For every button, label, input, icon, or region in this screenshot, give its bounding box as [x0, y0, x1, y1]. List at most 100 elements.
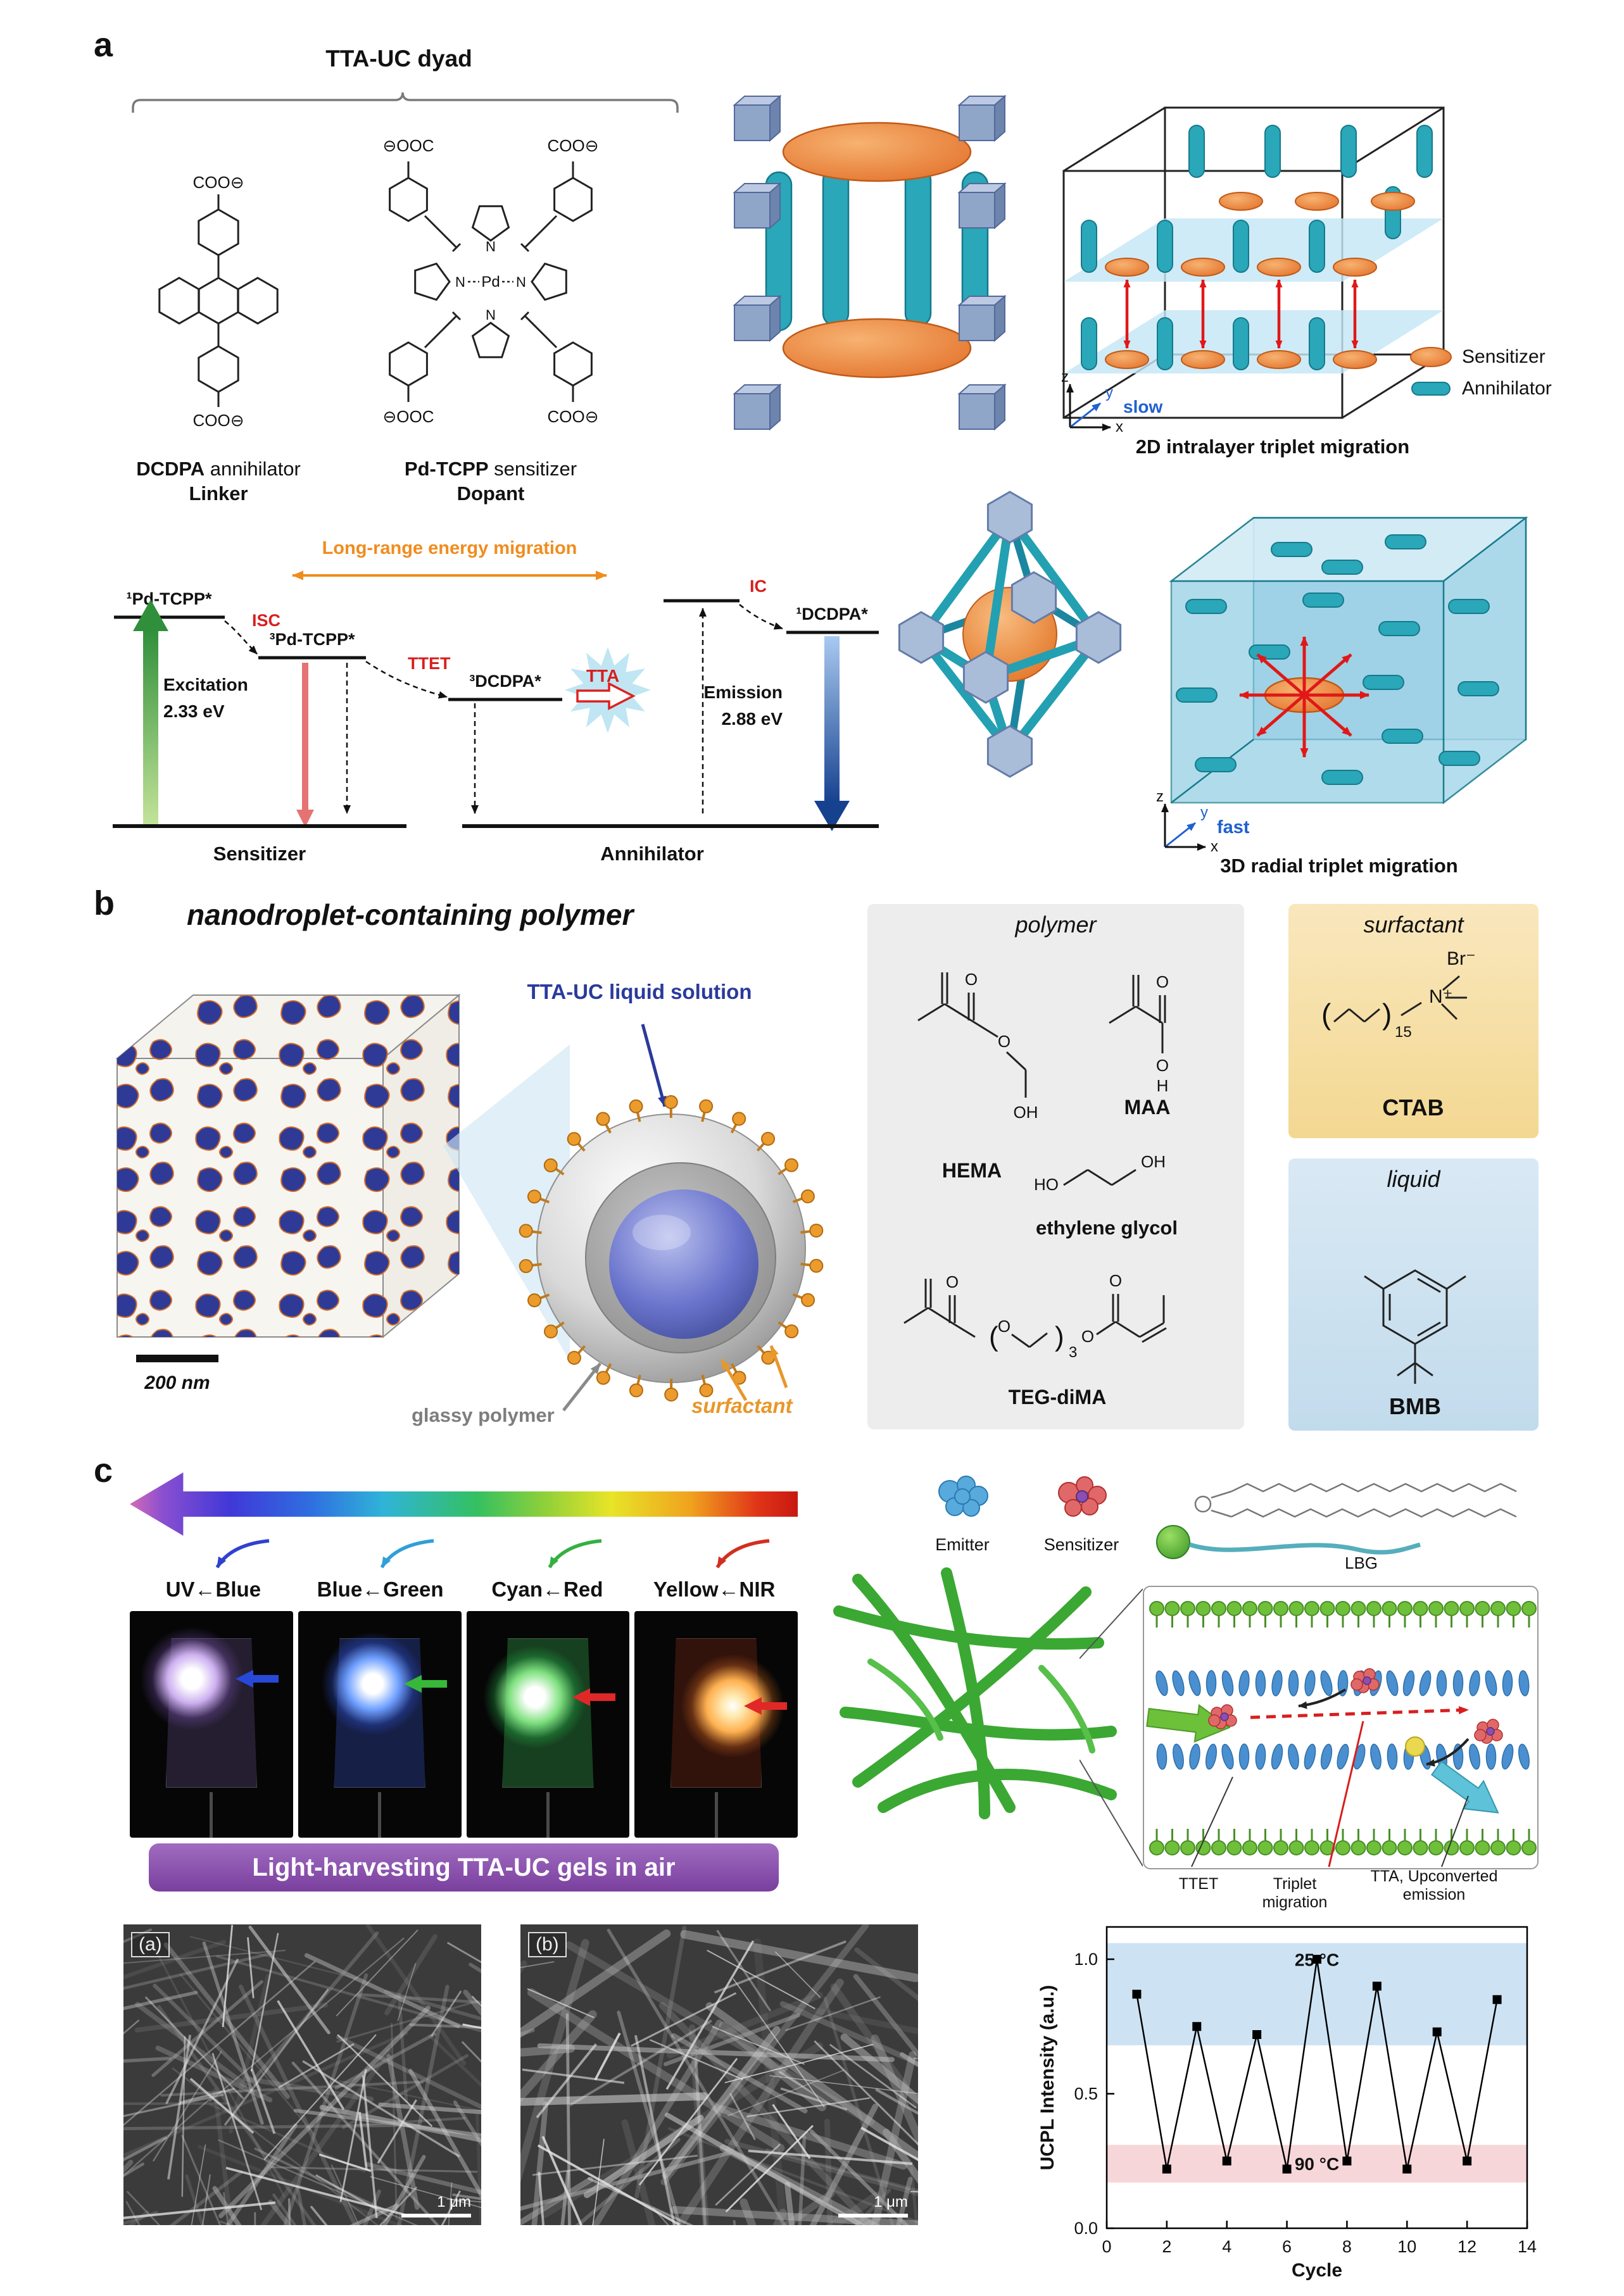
octahedron-illustration	[898, 491, 1122, 778]
svg-text:10: 10	[1397, 2237, 1416, 2256]
surfactant-pointer-arrow	[769, 1345, 788, 1388]
atom-label-n: N	[486, 239, 496, 254]
excitation-arrow-icon	[404, 1676, 448, 1692]
bilayer-svg	[1146, 1601, 1537, 1867]
excitation-arrow-icon	[236, 1671, 280, 1687]
radial-arrows	[1239, 636, 1369, 758]
dcdpa-structure-illustration: COO⊖ COO⊖	[158, 173, 279, 430]
sem-image-b: (b) 1 μm	[520, 1924, 918, 2225]
tcpp-structure-illustration: N N N N Pd ⊖OOC COO⊖ ⊖OOC COO⊖	[382, 136, 598, 426]
annihilator-rods-3d	[1176, 534, 1499, 785]
surfactant-box-title: surfactant	[1363, 912, 1464, 938]
sensitizer-legend: Sensitizer	[1031, 1467, 1132, 1555]
liquid-pointer-arrow	[641, 1024, 667, 1107]
tcpp-desc: sensitizer	[488, 458, 577, 480]
panel-c-label: c	[94, 1452, 113, 1490]
axis-z-label: z	[1156, 788, 1164, 805]
atom-label-n: N	[486, 307, 496, 323]
atom-label-coo: COO⊖	[547, 407, 598, 426]
level-s1-annihilator: ¹DCDPA*	[796, 605, 868, 624]
cube-3d-illustration: z y x fast	[1156, 516, 1528, 853]
svg-text:0: 0	[1102, 2237, 1111, 2256]
hema-label: HEMA	[942, 1159, 1002, 1182]
atom-label-n: N	[455, 274, 465, 290]
photo-strip	[130, 1611, 798, 1838]
photo-blue-from-green	[298, 1611, 462, 1838]
subscript-15: 15	[1395, 1024, 1412, 1041]
polymer-block-illustration: 200 nm	[115, 993, 461, 1393]
excitation-arrow-icon	[572, 1689, 617, 1705]
sem-b-scale: 1 μm	[838, 2193, 908, 2218]
surfactant-shell-dots	[519, 1095, 824, 1402]
sem-a-tag: (a)	[131, 1932, 170, 1957]
speed-label-slow: slow	[1123, 397, 1162, 417]
zoom-connectors	[1080, 1588, 1143, 1867]
bmb-label: BMB	[1389, 1393, 1441, 1419]
svg-text:6: 6	[1282, 2237, 1292, 2256]
ctab-structure: Br⁻ ( ) 15 N⁺ CTAB	[1321, 948, 1476, 1120]
sensitizer-disc	[782, 318, 972, 379]
maa-label: MAA	[1124, 1096, 1171, 1119]
atom-label-coo: COO⊖	[192, 411, 244, 430]
photo-yellow-from-nir	[634, 1611, 798, 1838]
svg-text:2: 2	[1162, 2237, 1171, 2256]
zoom-beam	[443, 1044, 570, 1361]
polymer-box: polymer	[867, 904, 1244, 1429]
sensitizer-annihilator-legend: Sensitizer Annihilator	[1409, 346, 1552, 409]
emitter-legend: Emitter	[915, 1467, 1010, 1555]
caption-3d-migration: 3D radial triplet migration	[1220, 855, 1458, 877]
liquid-core	[609, 1189, 758, 1339]
gelator-heads-bottom	[1149, 1829, 1537, 1855]
speed-label-fast: fast	[1217, 817, 1250, 837]
svg-text:90 °C: 90 °C	[1295, 2154, 1339, 2174]
axes-2d: z y x slow	[1061, 368, 1162, 436]
paren-close: )	[1055, 1321, 1064, 1352]
conversion-arrows	[215, 1539, 770, 1569]
axes-3d: z y x fast	[1156, 788, 1250, 853]
sensitizer-baseline-label: Sensitizer	[213, 843, 306, 865]
axis-x-label: x	[1211, 838, 1218, 853]
ttet-arrow	[1298, 1688, 1347, 1709]
excitation-arrow	[143, 629, 158, 826]
subscript-3: 3	[1069, 1344, 1077, 1361]
emission-label: Emission	[704, 682, 783, 702]
upconverted-glow	[137, 1625, 246, 1733]
sensitizer-cluster-icon	[1058, 1476, 1107, 1517]
dyad-title: TTA-UC dyad	[325, 46, 472, 72]
ttet-label: TTET	[408, 654, 451, 673]
legend-annihilator-label: Annihilator	[1462, 378, 1552, 399]
excitation-ev: 2.33 eV	[163, 701, 225, 721]
sem-b-tag: (b)	[528, 1932, 567, 1957]
atom-label-N: N⁺	[1429, 986, 1453, 1007]
emitter-cluster-icon	[938, 1476, 988, 1517]
anthracene-core	[158, 277, 279, 325]
sensitizer-disc	[782, 122, 972, 182]
atom-label-O: O	[998, 1032, 1010, 1051]
atom-label-coo: COO⊖	[192, 173, 244, 192]
paren-open: (	[1321, 998, 1331, 1031]
emission-ev: 2.88 eV	[721, 709, 783, 729]
atom-label-OH: OH	[1141, 1152, 1166, 1171]
emission-arrow	[824, 636, 840, 803]
atom-label-ooc: ⊖OOC	[382, 136, 434, 155]
tta-block-arrow	[576, 682, 636, 710]
paren-close: )	[1382, 998, 1392, 1031]
sem-texture	[520, 1924, 918, 2225]
sensitizer-swatch	[1410, 347, 1452, 367]
photo-cyan-from-red	[466, 1611, 630, 1838]
scale-bar-label: 200 nm	[144, 1372, 210, 1393]
mof-pillar-illustration	[734, 96, 1005, 430]
caption-2d-migration: 2D intralayer triplet migration	[1135, 436, 1410, 458]
paren-open: (	[989, 1321, 998, 1352]
axis-y-label: y	[1105, 384, 1113, 401]
polymer-structures: O O OH HEMA O O H MAA HO OH ethylene gly…	[903, 970, 1178, 1408]
glassy-polymer-label: glassy polymer	[412, 1404, 555, 1426]
dcdpa-name: DCDPA	[136, 458, 205, 480]
atom-label-O: O	[1156, 1056, 1169, 1075]
axis-z-label: z	[1061, 368, 1069, 386]
atom-label-O: O	[1156, 972, 1169, 991]
energy-diagram: Long-range energy migration ¹Pd-TCPP* Ex…	[113, 538, 879, 865]
gelator-heads-top	[1149, 1601, 1537, 1628]
surfactant-label: surfactant	[691, 1394, 793, 1417]
tcpp-name: Pd-TCPP	[404, 458, 489, 480]
